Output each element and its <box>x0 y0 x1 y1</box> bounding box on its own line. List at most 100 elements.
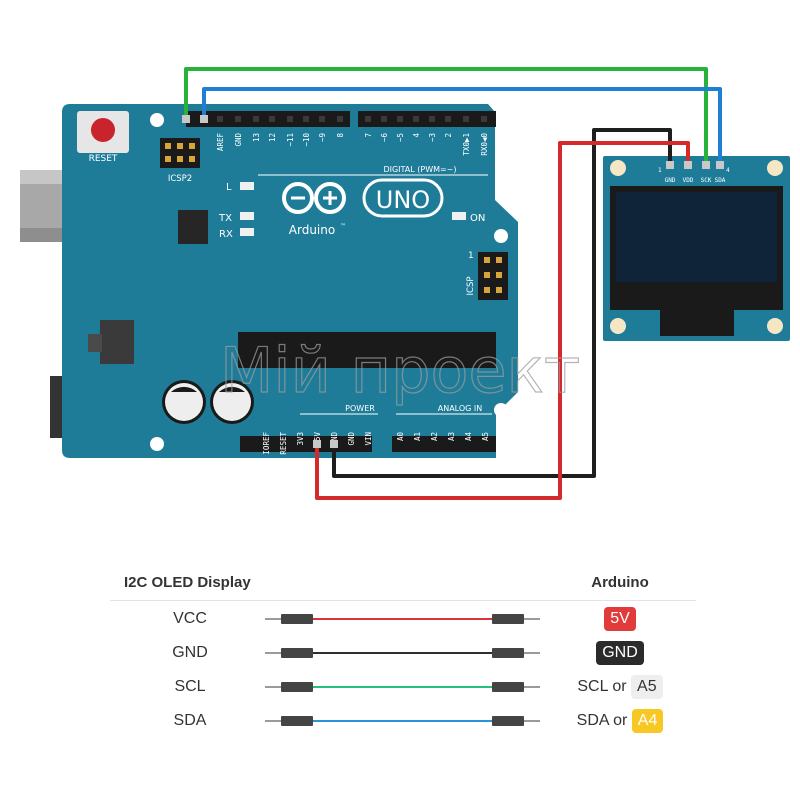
digital-pin-socket <box>217 116 223 122</box>
oled-pin-label: GND <box>665 177 676 184</box>
legend-display-pin: GND <box>172 644 208 661</box>
wire-gnd-black <box>332 128 672 478</box>
oled-pin-label: SDA <box>715 177 726 184</box>
analog-header <box>392 436 496 452</box>
oled-pin-label: VDD <box>683 177 694 184</box>
legend-wire <box>265 614 540 624</box>
reset-label: RESET <box>89 154 118 164</box>
legend-arduino-pin: GND <box>550 636 690 670</box>
led-tx-label: TX <box>218 213 232 224</box>
legend-row: VCC 5V <box>110 602 696 636</box>
digital-pin-label: 2 <box>444 133 453 138</box>
arduino-logo-text: Arduino <box>289 223 335 237</box>
capacitor <box>162 380 206 424</box>
legend-pin-badge: 5V <box>604 606 636 631</box>
digital-pin-socket <box>381 116 387 122</box>
legend-divider <box>110 600 696 601</box>
analog-label: ANALOG IN <box>438 404 483 413</box>
digital-pin-socket <box>269 116 275 122</box>
power-pin-label: 3V3 <box>296 432 305 446</box>
watermark: Мій проект <box>220 334 580 407</box>
wire-sda-blue <box>202 87 722 165</box>
reset-button[interactable] <box>77 111 129 153</box>
power-label: POWER <box>345 404 375 413</box>
analog-pin-label: A3 <box>447 432 456 441</box>
analog-pin-label: A5 <box>481 432 490 441</box>
digital-pin-socket <box>287 116 293 122</box>
led-l-label: L <box>226 182 232 193</box>
legend-wire <box>265 716 540 726</box>
legend-pin-badge: A5 <box>631 674 663 699</box>
wire-vcc-red <box>315 141 690 500</box>
legend-header-right: Arduino <box>591 574 649 591</box>
wire-scl-green <box>184 67 708 165</box>
uno-badge <box>362 178 444 218</box>
atmega-chip <box>238 332 496 368</box>
digital-pin-label: AREF <box>216 133 225 152</box>
digital-pin-label: ~11 <box>286 133 295 147</box>
legend-display-pin: SDA <box>173 712 207 729</box>
legend-display-pin: VCC <box>173 610 207 627</box>
arduino-board <box>62 104 518 458</box>
legend-pin-prefix: SCL or <box>577 678 632 695</box>
wire-pin-ends <box>182 115 724 448</box>
digital-pin-label: ~3 <box>428 133 437 142</box>
legend-wire <box>265 682 540 692</box>
digital-pin-label: RX0◀0 <box>480 133 489 156</box>
digital-pin-socket <box>303 116 309 122</box>
power-pin-labels: IOREF RESET 3V3 5V GND GND VIN <box>262 432 373 455</box>
legend-pin-badge: A4 <box>631 708 664 733</box>
legend-arduino-pin: SCL or A5 <box>550 670 690 704</box>
power-pin-label: RESET <box>279 432 288 455</box>
icsp-pin1-label: 1 <box>468 251 474 261</box>
digital-pin-label: 12 <box>268 133 277 142</box>
power-pin-label: 5V <box>313 432 322 442</box>
mounting-hole <box>494 403 508 417</box>
led-indicators <box>240 182 466 236</box>
digital-pin-socket <box>413 116 419 122</box>
digital-pin-socket <box>445 116 451 122</box>
digital-pin-socket <box>397 116 403 122</box>
digital-pin-label: TX0▶1 <box>462 133 471 156</box>
legend-wire <box>265 648 540 658</box>
digital-label: DIGITAL (PWM=~) <box>383 165 456 174</box>
usb-chip <box>178 210 208 244</box>
digital-pin-socket <box>463 116 469 122</box>
legend-arduino-pin: SDA or A4 <box>550 704 690 738</box>
power-pin-label: GND <box>347 432 356 446</box>
power-pin-label: GND <box>330 432 339 446</box>
trademark: ™ <box>340 223 346 230</box>
digital-pin-socket <box>319 116 325 122</box>
legend-row: GND GND <box>110 636 696 670</box>
analog-pin-label: A4 <box>464 432 473 442</box>
arduino-logo-icon <box>282 182 346 214</box>
mounting-hole <box>150 113 164 127</box>
legend-pin-badge: GND <box>596 640 644 665</box>
power-pin-label: VIN <box>364 432 373 446</box>
oled-pin-right-num: 4 <box>726 167 730 174</box>
legend-pin-prefix: SDA or <box>576 712 632 729</box>
analog-pin-label: A1 <box>413 432 422 441</box>
power-pin-label: IOREF <box>262 432 271 455</box>
legend-row: SDA SDA or A4 <box>110 704 696 738</box>
analog-pin-labels: A0 A1 A2 A3 A4 A5 <box>396 432 490 442</box>
oled-pin-left-num: 1 <box>658 167 662 174</box>
analog-pin-label: A2 <box>430 432 439 441</box>
digital-pin-label: 8 <box>336 133 345 138</box>
capacitor <box>210 380 254 424</box>
oled-pin-label: SCK <box>701 177 712 184</box>
icsp2-header <box>160 138 200 168</box>
digital-pin-socket <box>481 116 487 122</box>
digital-pin-socket <box>253 116 259 122</box>
digital-pin-label: ~9 <box>318 133 327 142</box>
power-header <box>240 436 372 452</box>
analog-pin-label: A0 <box>396 432 405 442</box>
led-rx-label: RX <box>219 229 233 240</box>
digital-pin-socket <box>235 116 241 122</box>
digital-pin-label: 4 <box>412 133 421 138</box>
